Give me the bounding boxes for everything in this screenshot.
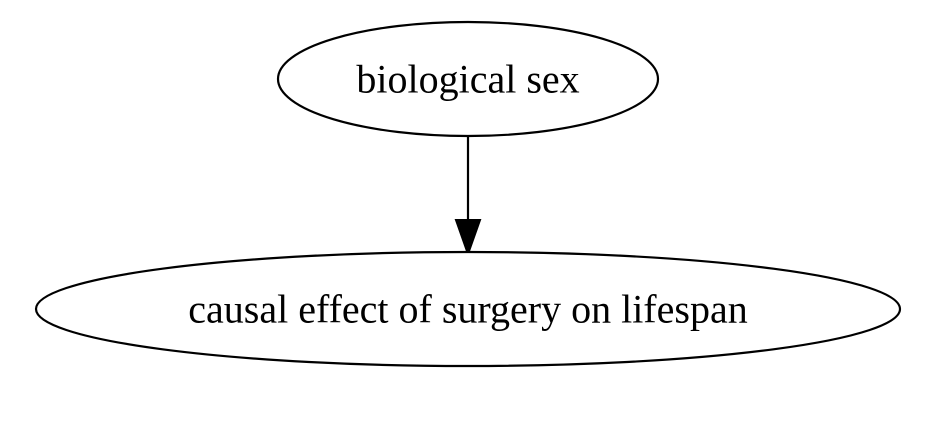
node-causal-effect-ellipse [34, 250, 902, 368]
node-causal-effect: causal effect of surgery on lifespan [34, 250, 902, 368]
edge-biological-sex-to-causal-effect [454, 136, 482, 258]
node-biological-sex-label: biological sex [356, 57, 579, 102]
edge-arrowhead [454, 219, 482, 258]
node-biological-sex: biological sex [276, 20, 660, 138]
node-causal-effect-label: causal effect of surgery on lifespan [188, 287, 747, 332]
